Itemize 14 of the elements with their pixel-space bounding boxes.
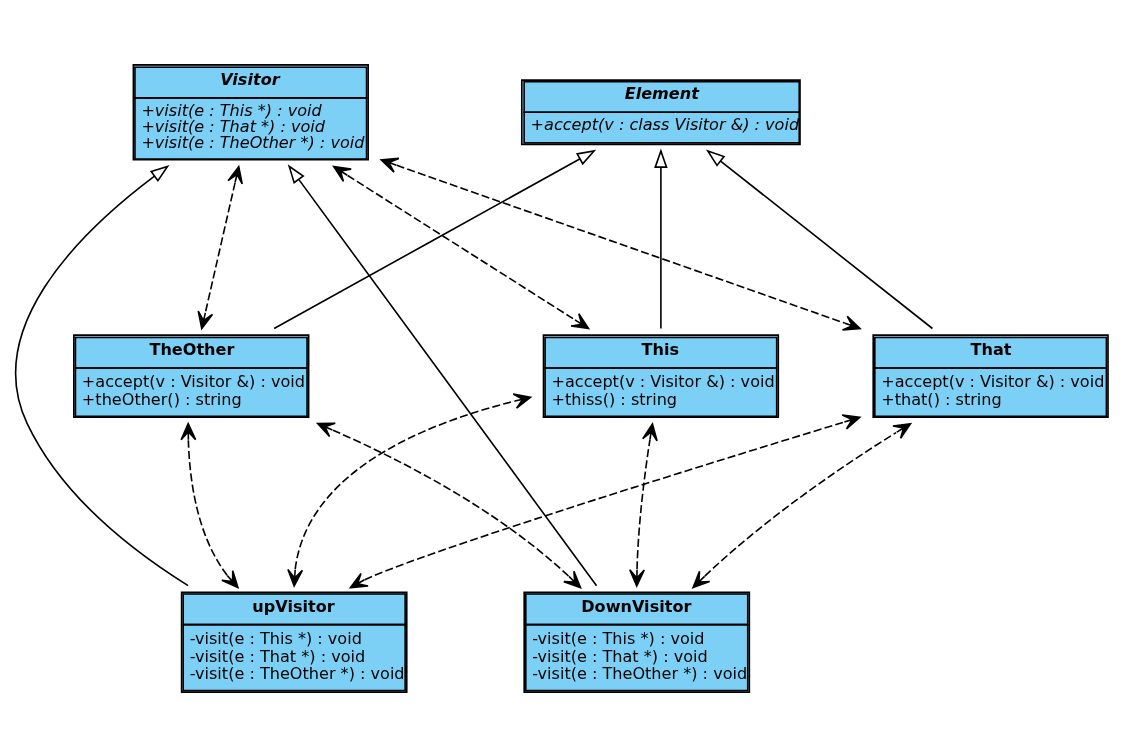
arrow	[287, 392, 532, 587]
arrow	[287, 163, 598, 587]
arrow	[273, 149, 597, 329]
arrow	[316, 421, 582, 588]
arrow	[654, 148, 668, 329]
arrow	[628, 422, 658, 587]
arrow	[14, 164, 189, 586]
arrow	[332, 165, 590, 329]
arrow	[692, 422, 912, 588]
arrow	[705, 149, 934, 329]
arrow	[349, 413, 861, 588]
arrow	[380, 157, 861, 331]
arrow	[180, 422, 239, 588]
arrow	[197, 165, 243, 329]
